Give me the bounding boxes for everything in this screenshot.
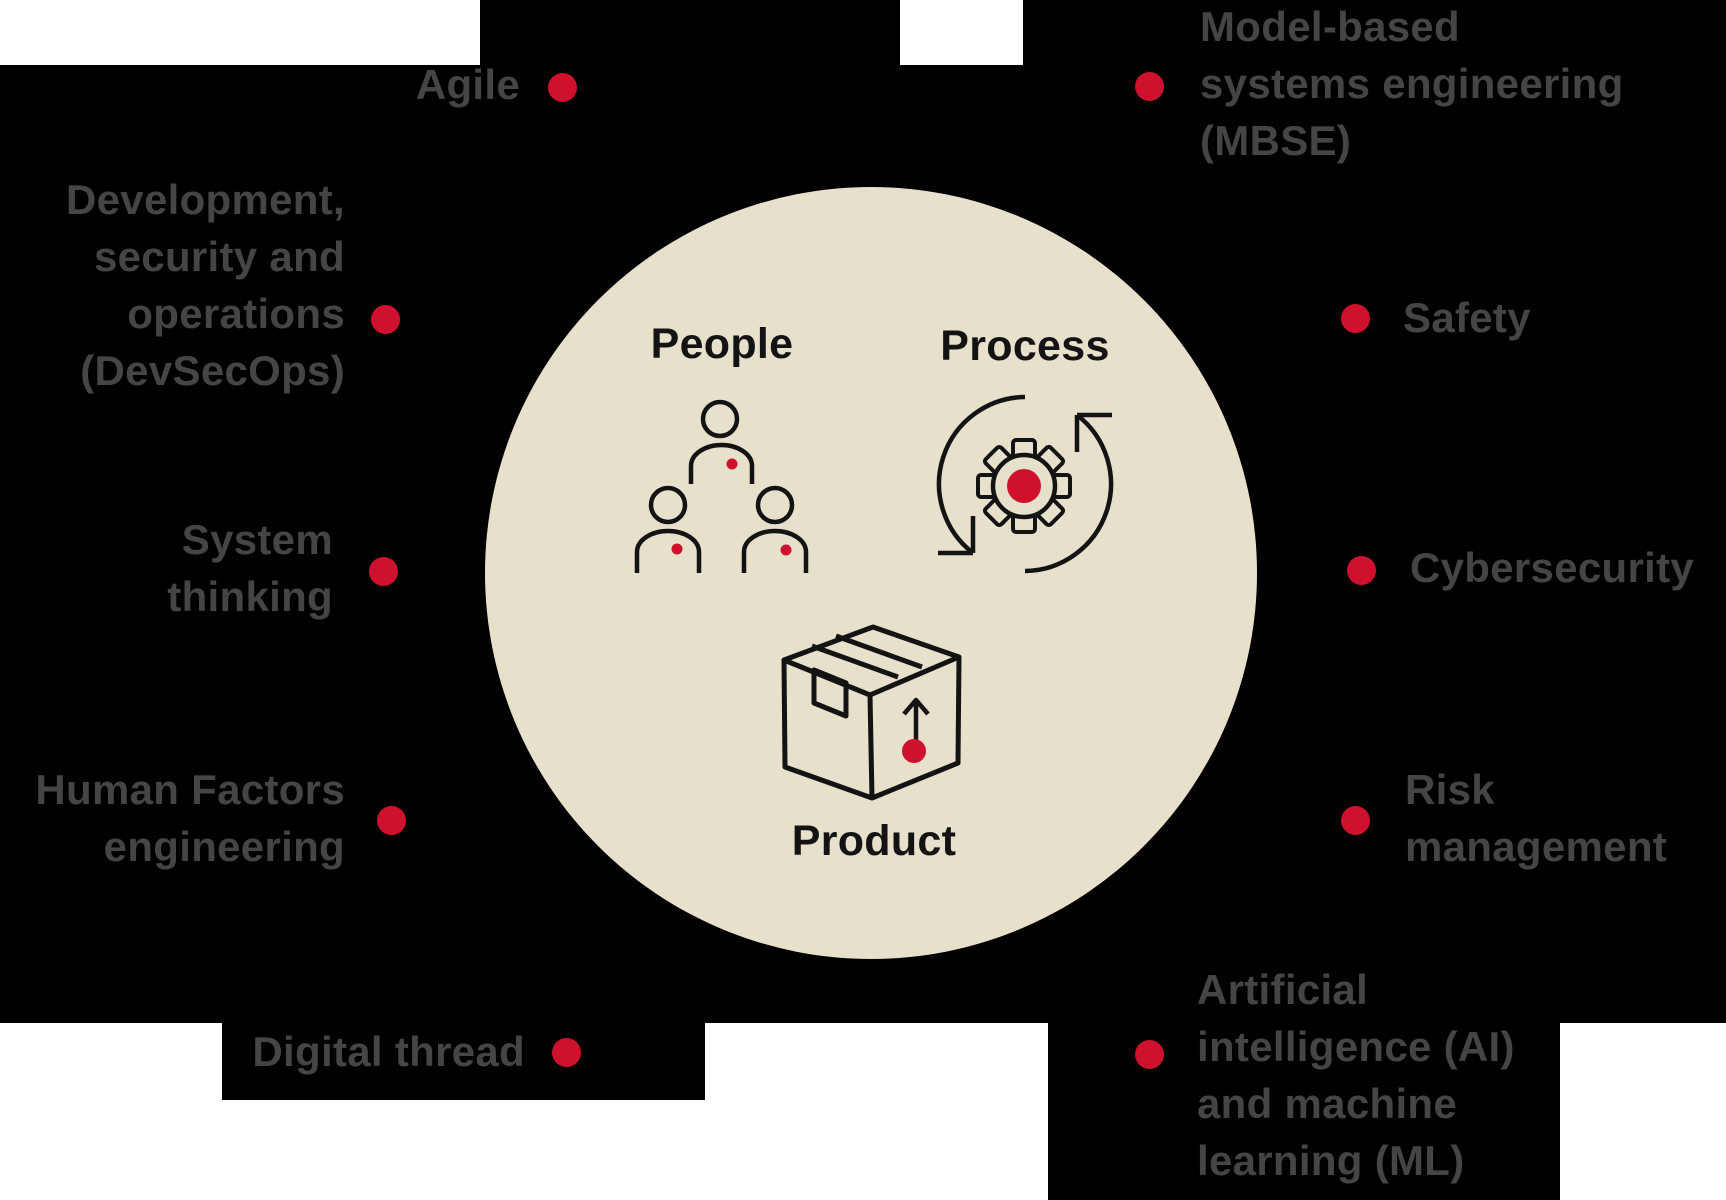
label-human-factors: Human Factors engineering — [35, 761, 345, 875]
process-label: Process — [940, 322, 1110, 370]
bullet-dot-digital-thread — [552, 1038, 581, 1067]
label-ai-ml-line4: learning (ML) — [1197, 1137, 1465, 1184]
label-risk-management: Risk management — [1405, 761, 1667, 875]
process-sync-gear-icon — [936, 394, 1114, 574]
product-label: Product — [791, 817, 957, 865]
center-circle — [485, 187, 1257, 959]
bullet-dot-human-factors — [377, 806, 406, 835]
people-chest-dots — [671, 458, 792, 556]
tape-line — [835, 633, 923, 670]
bullet-dot-risk-management — [1341, 806, 1370, 835]
label-system-thinking-line2: thinking — [167, 573, 333, 620]
label-digital-thread: Digital thread — [252, 1028, 525, 1075]
bullet-dot-mbse — [1135, 72, 1164, 101]
label-mbse-line2: systems engineering — [1200, 60, 1624, 107]
label-system-thinking: System thinking — [167, 511, 333, 625]
box-red-dot — [902, 739, 926, 763]
label-ai-ml-line3: and machine — [1197, 1080, 1458, 1127]
label-system-thinking-line1: System — [181, 516, 333, 563]
background-panel-top-left — [480, 0, 900, 66]
label-ai-ml-line2: intelligence (AI) — [1197, 1023, 1515, 1070]
bullet-dot-safety — [1341, 304, 1370, 333]
bullet-dot-cybersecurity — [1347, 556, 1376, 585]
gear-icon — [976, 438, 1072, 534]
background-panel-ai-ml — [1048, 1022, 1560, 1200]
box-tab — [811, 667, 849, 719]
up-arrow-icon — [902, 697, 930, 740]
background-panel-top-right — [1023, 0, 1726, 66]
label-cybersecurity: Cybersecurity — [1410, 544, 1695, 591]
label-devsecops-line3: operations — [127, 290, 345, 337]
label-agile: Agile — [415, 61, 520, 108]
label-risk-line1: Risk — [1405, 766, 1495, 813]
label-risk-line2: management — [1405, 823, 1668, 870]
label-ai-ml: Artificial intelligence (AI) and machine… — [1197, 961, 1515, 1189]
gear-center-dot — [1007, 469, 1041, 503]
label-mbse: Model-based systems engineering (MBSE) — [1200, 0, 1624, 169]
product-box-icon — [781, 624, 962, 801]
label-mbse-line3: (MBSE) — [1200, 117, 1352, 164]
label-devsecops: Development, security and operations (De… — [66, 171, 345, 399]
label-devsecops-line4: (DevSecOps) — [80, 347, 345, 394]
tape-line — [811, 643, 899, 680]
label-devsecops-line2: security and — [93, 233, 345, 280]
background-panel-digital-thread — [222, 1022, 705, 1100]
bullet-dot-ai-ml — [1135, 1040, 1164, 1069]
label-mbse-line1: Model-based — [1200, 3, 1460, 50]
label-devsecops-line1: Development, — [66, 176, 345, 223]
label-safety: Safety — [1403, 294, 1531, 341]
bullet-dot-system-thinking — [369, 557, 398, 586]
bullet-dot-devsecops — [371, 305, 400, 334]
label-human-factors-line1: Human Factors — [35, 766, 345, 813]
sync-arrows-icon — [936, 394, 1114, 574]
label-ai-ml-line1: Artificial — [1197, 966, 1369, 1013]
people-label: People — [650, 320, 794, 368]
people-icon — [634, 399, 809, 573]
bullet-dot-agile — [548, 73, 577, 102]
label-human-factors-line2: engineering — [103, 823, 345, 870]
